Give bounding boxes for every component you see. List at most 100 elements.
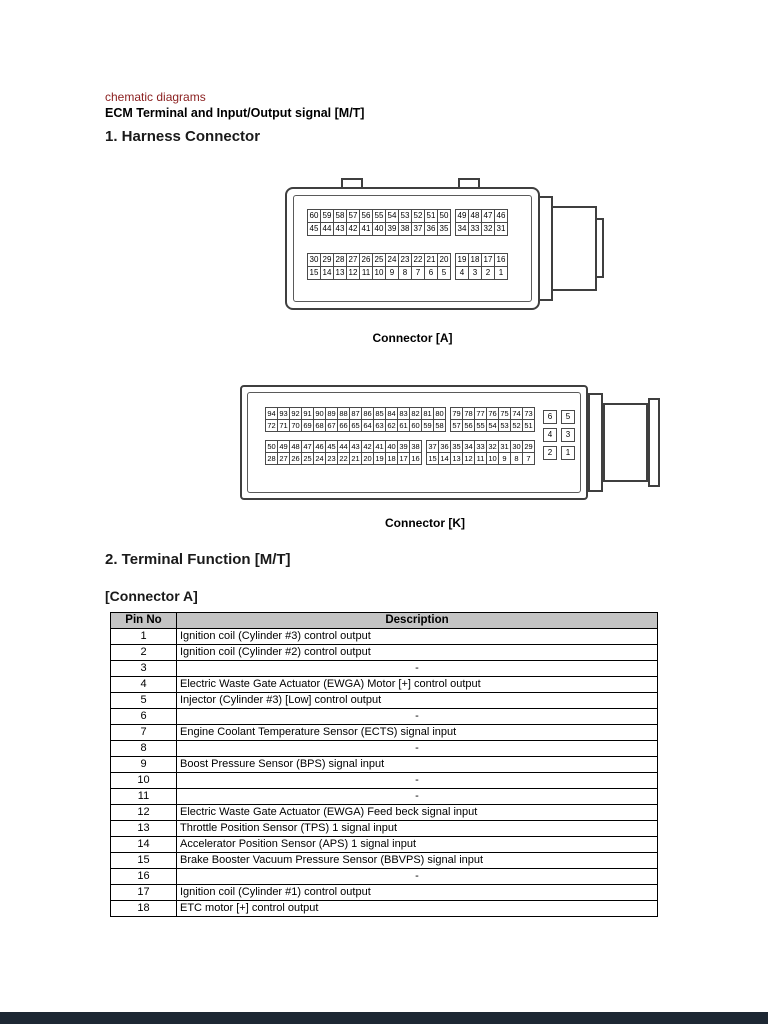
pin-2: 2 <box>543 446 557 460</box>
pin-30: 30 <box>307 253 321 267</box>
connector-a-extension-tip <box>595 218 604 278</box>
pin-17: 17 <box>481 253 495 267</box>
pin-no-cell: 5 <box>110 692 177 709</box>
pin-20: 20 <box>437 253 451 267</box>
pin-68: 68 <box>313 419 326 432</box>
pin-35: 35 <box>437 222 451 236</box>
table-row: 10- <box>110 772 658 789</box>
connector-k-flange <box>588 393 603 492</box>
pin-no-cell: 9 <box>110 756 177 773</box>
pin-55: 55 <box>474 419 487 432</box>
description-cell: - <box>176 708 658 725</box>
connector-a-body <box>285 187 540 310</box>
connector-a-label: Connector [A] <box>372 331 453 345</box>
pin-43: 43 <box>333 222 347 236</box>
pin-56: 56 <box>359 209 373 223</box>
pin-8: 8 <box>510 452 523 465</box>
pin-8: 8 <box>398 266 412 280</box>
pin-53: 53 <box>398 209 412 223</box>
pin-33: 33 <box>468 222 482 236</box>
pin-no-cell: 18 <box>110 900 177 917</box>
connector-k-label: Connector [K] <box>385 516 465 530</box>
pin-58: 58 <box>433 419 446 432</box>
pin-10: 10 <box>372 266 386 280</box>
pin-no-cell: 14 <box>110 836 177 853</box>
connector-a-inner-frame <box>293 195 532 302</box>
pin-45: 45 <box>307 222 321 236</box>
pin-19: 19 <box>373 452 386 465</box>
table-row: 11- <box>110 788 658 805</box>
pin-51: 51 <box>522 419 535 432</box>
pin-57: 57 <box>346 209 360 223</box>
section-heading-terminal-function: 2. Terminal Function [M/T] <box>105 551 291 568</box>
description-cell: - <box>176 868 658 885</box>
pin-no-cell: 10 <box>110 772 177 789</box>
pin-69: 69 <box>301 419 314 432</box>
pin-no-cell: 6 <box>110 708 177 725</box>
pin-32: 32 <box>481 222 495 236</box>
pin-3: 3 <box>468 266 482 280</box>
description-cell: Ignition coil (Cylinder #3) control outp… <box>176 628 658 645</box>
table-row: 6- <box>110 708 658 725</box>
pin-no-cell: 16 <box>110 868 177 885</box>
description-cell: - <box>176 660 658 677</box>
pin-no-cell: 13 <box>110 820 177 837</box>
pin-7: 7 <box>411 266 425 280</box>
pin-no-cell: 2 <box>110 644 177 661</box>
pin-59: 59 <box>421 419 434 432</box>
pin-no-cell: 3 <box>110 660 177 677</box>
pin-22: 22 <box>411 253 425 267</box>
pin-48: 48 <box>468 209 482 223</box>
pin-7: 7 <box>522 452 535 465</box>
connector-a-extension <box>551 206 597 291</box>
subsection-connector-a: [Connector A] <box>105 588 198 604</box>
description-cell: Brake Booster Vacuum Pressure Sensor (BB… <box>176 852 658 869</box>
pin-14: 14 <box>320 266 334 280</box>
description-cell: - <box>176 772 658 789</box>
section-heading-harness-connector: 1. Harness Connector <box>105 128 261 145</box>
pin-47: 47 <box>481 209 495 223</box>
pin-41: 41 <box>359 222 373 236</box>
pin-51: 51 <box>424 209 438 223</box>
pin-27: 27 <box>346 253 360 267</box>
pin-31: 31 <box>494 222 508 236</box>
pin-64: 64 <box>361 419 374 432</box>
pin-1: 1 <box>494 266 508 280</box>
breadcrumb: chematic diagrams <box>105 90 206 104</box>
pin-4: 4 <box>543 428 557 442</box>
pin-6: 6 <box>543 410 557 424</box>
pin-25: 25 <box>372 253 386 267</box>
pin-15: 15 <box>307 266 321 280</box>
pin-5: 5 <box>437 266 451 280</box>
pin-no-cell: 17 <box>110 884 177 901</box>
connector-k-extension-tip <box>648 398 660 487</box>
pin-59: 59 <box>320 209 334 223</box>
pin-no-cell: 8 <box>110 740 177 757</box>
pin-12: 12 <box>346 266 360 280</box>
description-cell: Ignition coil (Cylinder #1) control outp… <box>176 884 658 901</box>
pin-13: 13 <box>333 266 347 280</box>
description-cell: Accelerator Position Sensor (APS) 1 sign… <box>176 836 658 853</box>
pin-16: 16 <box>409 452 422 465</box>
table-row: 8- <box>110 740 658 757</box>
pin-no-cell: 15 <box>110 852 177 869</box>
connector-k-extension <box>603 403 648 482</box>
pin-27: 27 <box>277 452 290 465</box>
table-header-row: Pin No Description <box>110 612 658 629</box>
page-title: ECM Terminal and Input/Output signal [M/… <box>105 106 365 120</box>
table-row: 3- <box>110 660 658 677</box>
pin-38: 38 <box>398 222 412 236</box>
pin-16: 16 <box>494 253 508 267</box>
